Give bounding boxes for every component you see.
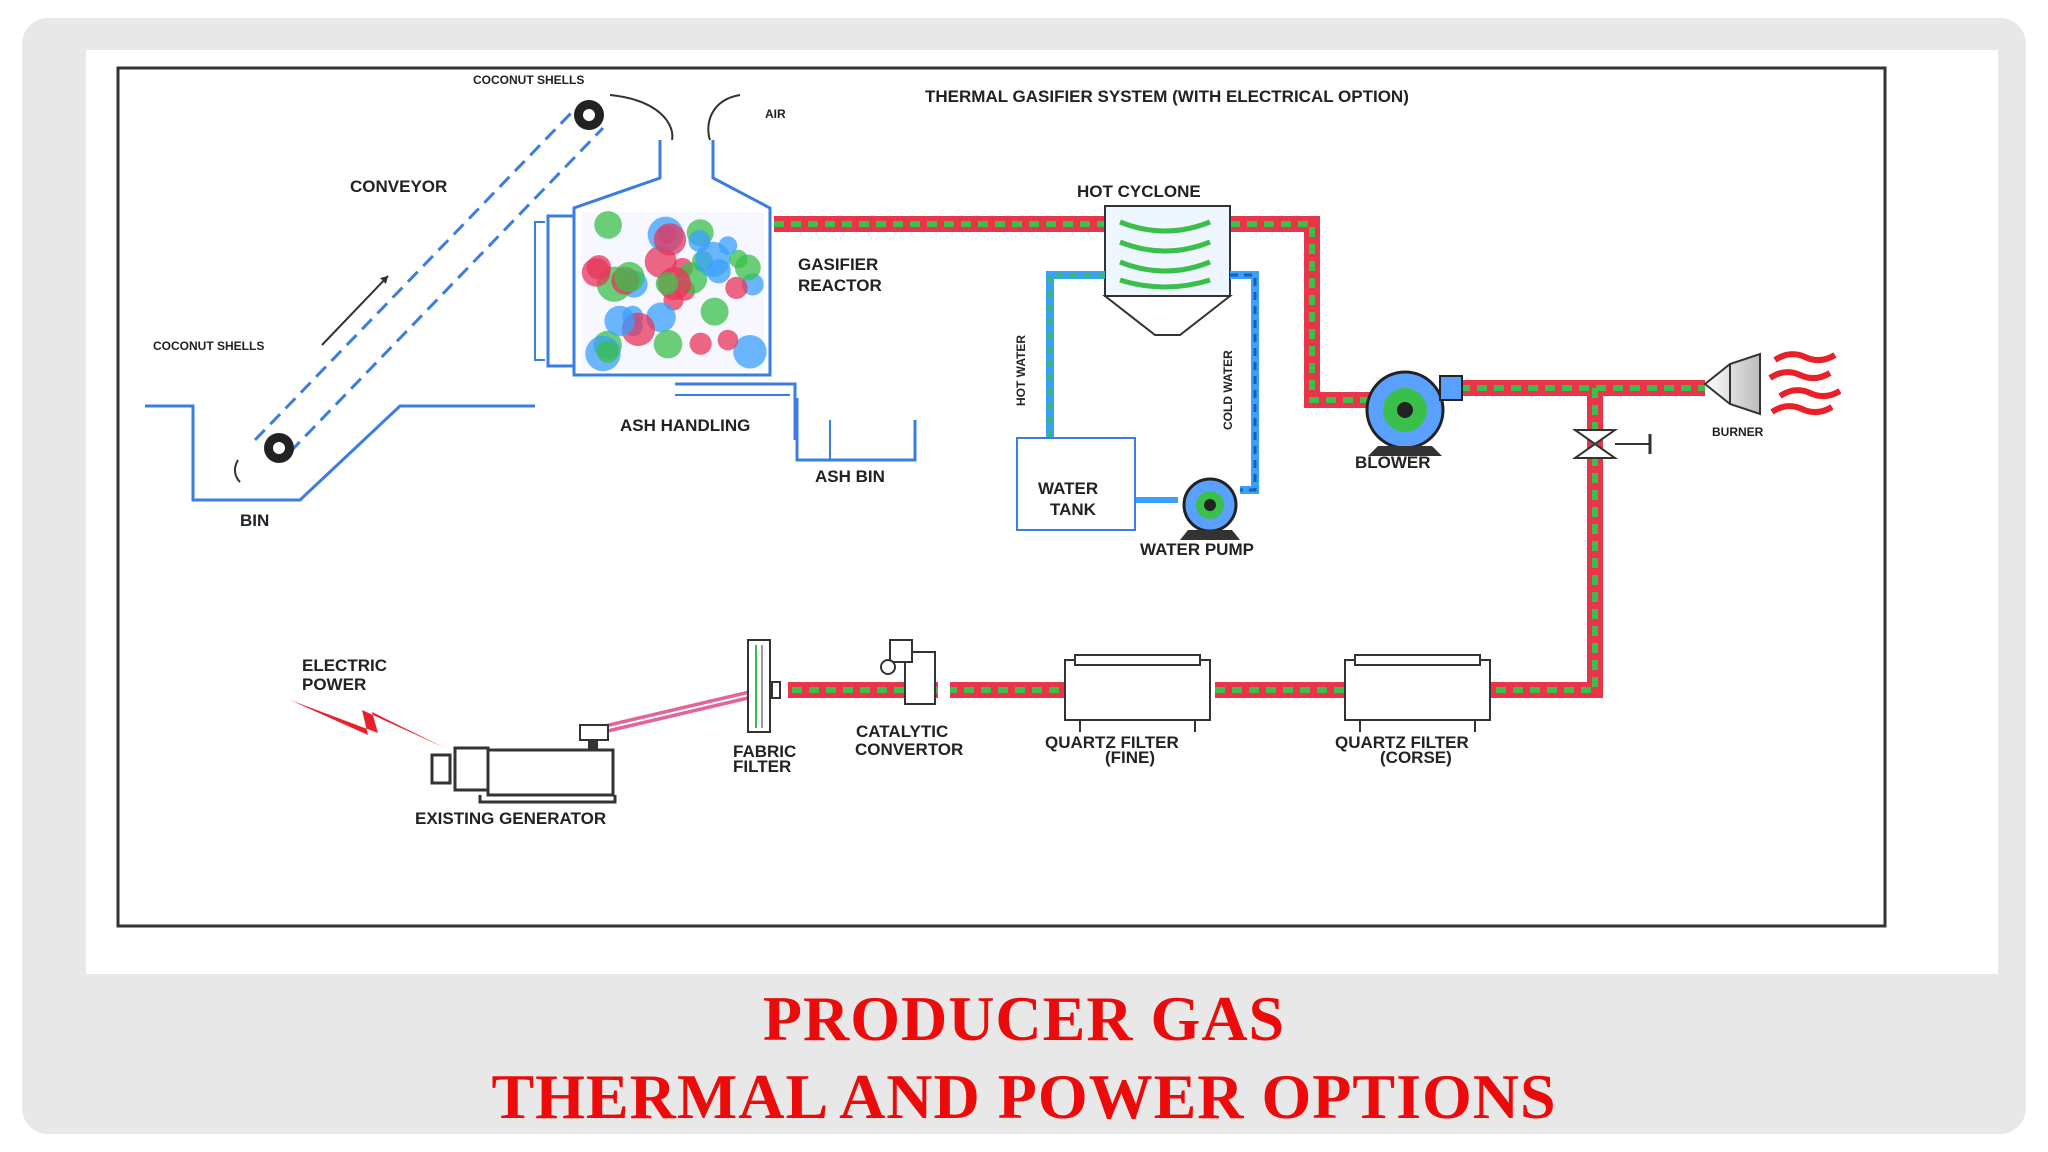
electric-power-label-line1: ELECTRIC bbox=[302, 656, 387, 675]
feed-arrow-icon bbox=[609, 94, 674, 141]
blower-icon bbox=[1365, 370, 1463, 456]
bin-arrow-icon bbox=[233, 459, 241, 483]
conveyor bbox=[253, 108, 605, 454]
coconut-shells-left-label: COCONUT SHELLS bbox=[153, 339, 264, 353]
water-tank-label-line2: TANK bbox=[1050, 500, 1097, 519]
quartz-filter-fine-label-line2: (FINE) bbox=[1105, 748, 1155, 767]
water-pump-icon bbox=[1180, 477, 1240, 540]
water-tank bbox=[1016, 437, 1136, 531]
quartz-filter-corse-label-line1: QUARTZ FILTER bbox=[1335, 733, 1469, 752]
fuel-particle bbox=[700, 297, 729, 326]
quartz-filter-fine-label-line1: QUARTZ FILTER bbox=[1045, 733, 1179, 752]
hot-cyclone bbox=[1102, 205, 1233, 336]
fuel-particle bbox=[729, 249, 748, 269]
ash-bin-label: ASH BIN bbox=[815, 467, 885, 486]
gas-pipe bbox=[598, 216, 1705, 735]
quartz-filter-fine bbox=[1064, 654, 1211, 732]
diagram-heading: THERMAL GASIFIER SYSTEM (WITH ELECTRICAL… bbox=[925, 87, 1409, 106]
fuel-particle bbox=[718, 236, 738, 255]
fuel-particle bbox=[689, 332, 712, 355]
coconut-shells-top-label: COCONUT SHELLS bbox=[473, 73, 584, 87]
conveyor-top-roller-icon bbox=[574, 100, 604, 130]
slide-title-line2: THERMAL AND POWER OPTIONS bbox=[491, 1061, 1557, 1132]
catalytic-convertor-label-line1: CATALYTIC bbox=[856, 722, 948, 741]
water-pump-label: WATER PUMP bbox=[1140, 540, 1254, 559]
fuel-particle bbox=[653, 329, 683, 359]
fabric-filter-label-line2: FILTER bbox=[733, 757, 791, 776]
fuel-particle bbox=[655, 272, 679, 295]
fuel-particle bbox=[581, 258, 611, 287]
fabric-filter bbox=[747, 639, 781, 733]
air-arrow-icon bbox=[707, 94, 741, 141]
fuel-particle bbox=[604, 305, 635, 337]
existing-generator-label: EXISTING GENERATOR bbox=[415, 809, 606, 828]
air-label: AIR bbox=[765, 107, 786, 121]
fuel-particle bbox=[653, 223, 687, 256]
catalytic-convertor bbox=[880, 639, 936, 705]
generator-icon bbox=[430, 724, 617, 804]
quartz-filter-corse-label-line2: (CORSE) bbox=[1380, 748, 1452, 767]
diagram-frame bbox=[116, 66, 1887, 928]
slide-title-line1: PRODUCER GAS bbox=[762, 983, 1286, 1054]
bin-label: BIN bbox=[240, 511, 269, 530]
conveyor-bottom-roller-icon bbox=[264, 433, 294, 463]
water-circuit bbox=[1046, 271, 1259, 503]
water-tank-label-line1: WATER bbox=[1038, 479, 1098, 498]
fabric-filter-label-line1: FABRIC bbox=[733, 742, 796, 761]
gasifier-label-line1: GASIFIER bbox=[798, 255, 878, 274]
fuel-particle bbox=[594, 211, 622, 239]
gasifier-label-line2: REACTOR bbox=[798, 276, 882, 295]
quartz-filter-corse bbox=[1344, 654, 1491, 732]
catalytic-convertor-label-line2: CONVERTOR bbox=[855, 740, 963, 759]
valve-icon bbox=[1571, 429, 1652, 459]
hot-cyclone-label: HOT CYCLONE bbox=[1077, 182, 1201, 201]
fuel-particle bbox=[733, 335, 767, 369]
burner-icon bbox=[1703, 352, 1761, 416]
fuel-particle bbox=[614, 261, 645, 293]
flame-icon bbox=[1768, 351, 1842, 415]
ash-handling-chute bbox=[675, 382, 917, 462]
burner-label: BURNER bbox=[1712, 425, 1764, 439]
blower-label: BLOWER bbox=[1355, 453, 1431, 472]
gasifier-reactor bbox=[534, 140, 772, 377]
ash-handling-label: ASH HANDLING bbox=[620, 416, 750, 435]
conveyor-label: CONVEYOR bbox=[350, 177, 447, 196]
fuel-particle bbox=[717, 329, 739, 351]
fuel-particle bbox=[596, 340, 619, 363]
bin-outline bbox=[145, 404, 535, 502]
lightning-icon bbox=[290, 700, 445, 748]
cold-water-label: COLD WATER bbox=[1221, 350, 1235, 430]
fuel-particle bbox=[725, 276, 748, 300]
hot-water-label: HOT WATER bbox=[1014, 335, 1028, 406]
electric-power-label-line2: POWER bbox=[302, 675, 366, 694]
